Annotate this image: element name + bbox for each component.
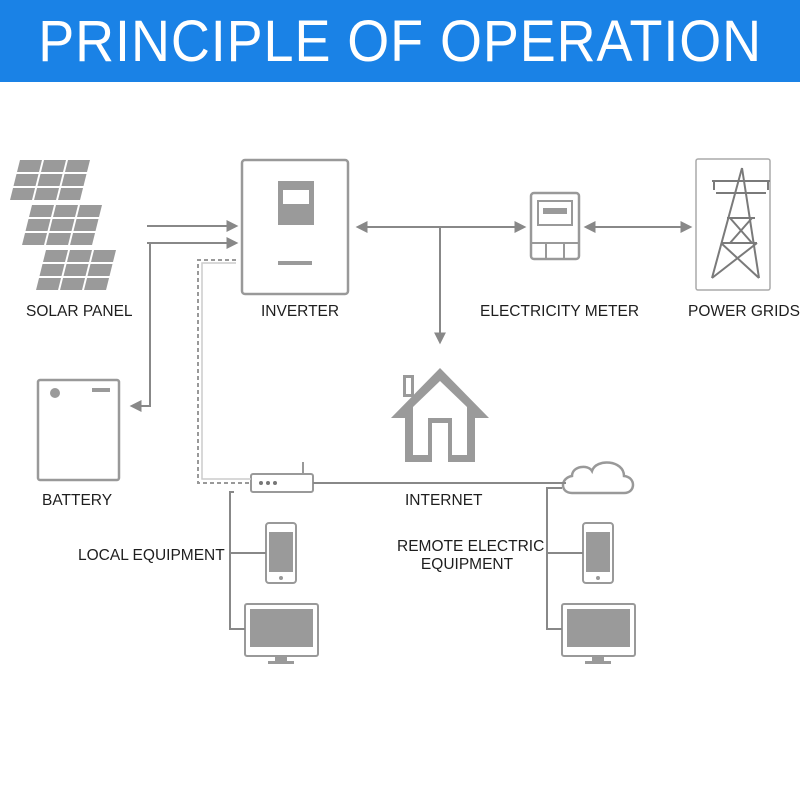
remote-equipment-line1: REMOTE ELECTRIC bbox=[397, 538, 545, 555]
inverter-icon bbox=[240, 158, 350, 296]
power-tower-icon bbox=[695, 158, 771, 291]
local-equipment-label: LOCAL EQUIPMENT bbox=[78, 547, 225, 564]
dashed-connector bbox=[197, 259, 251, 484]
router-icon bbox=[250, 462, 314, 493]
house-icon bbox=[391, 368, 489, 462]
phone-icon bbox=[265, 522, 297, 584]
page-title: PRINCIPLE OF OPERATION bbox=[38, 8, 762, 74]
battery-label: BATTERY bbox=[42, 492, 113, 509]
connectors bbox=[129, 220, 693, 630]
battery-icon bbox=[36, 378, 121, 482]
monitor-icon bbox=[561, 603, 636, 664]
meter-icon bbox=[529, 191, 581, 261]
power-grids-label: POWER GRIDS bbox=[688, 303, 800, 320]
dashed-connector bbox=[201, 262, 251, 480]
remote-equipment-line2: EQUIPMENT bbox=[420, 556, 514, 573]
solar-panel-icon bbox=[10, 160, 116, 290]
internet-label: INTERNET bbox=[405, 492, 483, 509]
phone-icon bbox=[582, 522, 614, 584]
title-banner: PRINCIPLE OF OPERATION bbox=[0, 0, 800, 82]
remote-equipment-label: REMOTE ELECTRIC EQUIPMENT bbox=[397, 538, 545, 574]
solar-panel-label: SOLAR PANEL bbox=[26, 303, 133, 320]
monitor-icon bbox=[244, 603, 319, 664]
inverter-label: INVERTER bbox=[261, 303, 340, 320]
cloud-icon bbox=[561, 461, 635, 495]
electricity-meter-label: ELECTRICITY METER bbox=[480, 303, 640, 320]
